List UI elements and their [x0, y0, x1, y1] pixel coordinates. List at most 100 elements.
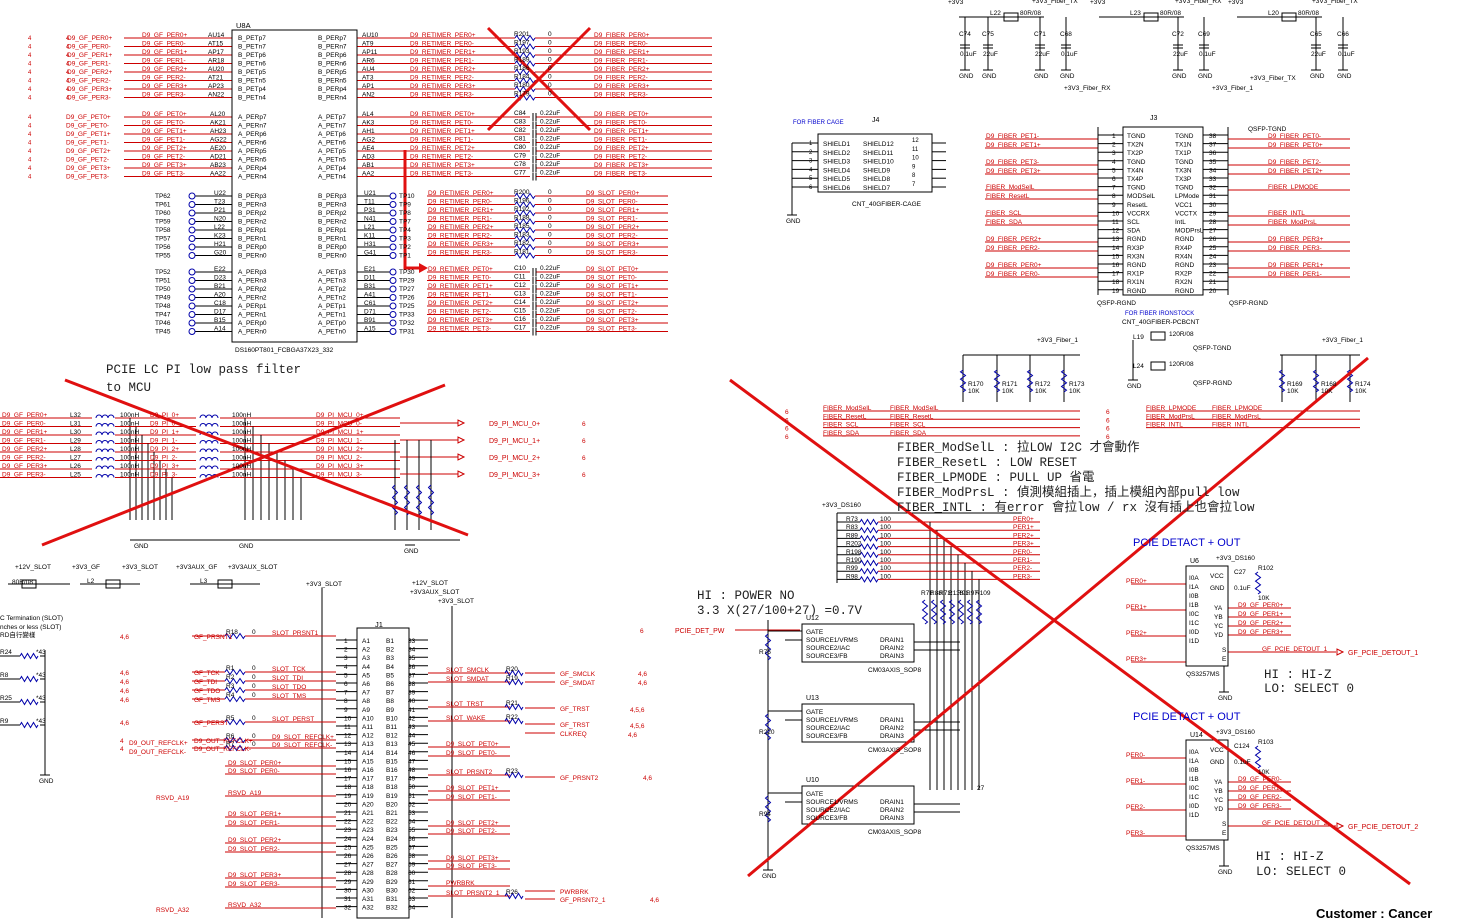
pin-label: I0A [1189, 575, 1199, 582]
ball-label: AT21 [208, 75, 223, 82]
net-label: D9_GF_PET1+ [142, 128, 187, 135]
net-fiber: FIBER_ResetL [823, 413, 867, 420]
page-ref: 6 [582, 472, 586, 479]
power-label: +3V3_GF [72, 564, 100, 571]
pin-number: 39 [408, 690, 416, 697]
value-label: 0 [548, 65, 552, 72]
net-gf: D9_OUT_REFCLK+ [194, 738, 253, 745]
ref-label: R196 [514, 198, 530, 205]
annotation-arrow [403, 150, 422, 270]
net-fiber: FIBER_SDA [890, 430, 927, 437]
net-retimer: D9_RETIMER_PER3- [410, 92, 474, 99]
net-gf: GF_TRST [560, 706, 590, 713]
note-text: C Termination (SLOT) [0, 615, 63, 622]
ball-label: AA2 [362, 171, 375, 178]
net-fiber: D9_FIBER_PET3+ [594, 162, 649, 169]
power-label: +3V3_Fiber_1 [1212, 85, 1253, 92]
pin-number: 4 [1112, 159, 1116, 166]
ferrite-bead [1281, 12, 1297, 22]
pin-label: RX4N [1175, 253, 1193, 260]
mosfet-ref: U10 [806, 777, 819, 784]
test-point [389, 226, 397, 234]
value-label: 0.22uF [540, 299, 560, 306]
value-label: 0 [252, 692, 256, 699]
pin-label: B13 [386, 741, 398, 748]
value-label: 0.22uF [540, 161, 560, 168]
ref-label: R6 [226, 733, 235, 740]
ref-label: R102 [1258, 565, 1274, 572]
U14-body [1185, 739, 1229, 841]
net-per: PER3- [1013, 573, 1032, 580]
pin-label: SHIELD11 [863, 150, 894, 157]
power-label: +3V3_DS160 [1216, 555, 1255, 562]
qsfp-label: QSFP-RGND [1193, 380, 1232, 387]
pin-label: RX3P [1127, 245, 1144, 252]
series-resistor [504, 892, 524, 900]
pin-label: YC [1214, 623, 1223, 630]
net-fiber: D9_FIBER_PET3- [986, 159, 1039, 166]
net-gf-per: D9_GF_PER3- [67, 95, 111, 102]
series-resistor [224, 632, 246, 640]
net-pi-mcu: D9_PI_MCU_0+ [316, 412, 364, 419]
net-label: D9_OUT_REFCLK- [129, 749, 186, 756]
series-resistor [224, 736, 246, 744]
test-point [389, 311, 397, 318]
divider-resistor [966, 599, 974, 625]
net-fiber: D9_FIBER_PET2- [1268, 159, 1321, 166]
net-fiber: D9_FIBER_PER0- [594, 41, 648, 48]
pin-number: 22 [344, 819, 352, 826]
gnd-label: GND [982, 73, 997, 80]
termination-resistor [19, 698, 39, 706]
pin-number: 31 [344, 896, 352, 903]
page-ref: 4 [28, 158, 32, 164]
net-gf: GF_PRSNT1 [194, 634, 233, 641]
pin-number: 30 [344, 887, 352, 894]
pin-number: 18 [344, 784, 352, 791]
ball-label: AU14 [208, 32, 225, 39]
pin-number: 21 [344, 810, 352, 817]
ball-label: P21 [214, 207, 226, 214]
gate-resistor [764, 713, 772, 741]
page-ref: 4 [28, 36, 32, 42]
series-resistor [224, 668, 246, 676]
value-label: 10K [1321, 388, 1333, 395]
net-slot: SLOT_PRSNT1 [272, 630, 319, 637]
power-label: +3V3_SLOT [122, 564, 158, 571]
net-slot: D9_SLOT_PER1+ [228, 811, 281, 818]
u8a-part: DS160PT801_FCBGA37X23_332 [235, 347, 334, 354]
value-label: 0.22uF [540, 265, 560, 272]
ball-label: C61 [364, 300, 376, 307]
ball-label: K23 [214, 233, 226, 240]
value-label: 120R/08 [1169, 361, 1194, 368]
net-fiber: D9_FIBER_PET0- [594, 120, 647, 127]
pin-number: 20 [344, 801, 352, 808]
net-gf-per: D9_GF_PER0+ [67, 35, 113, 42]
value-label: 100nH [232, 429, 251, 436]
ref-label: L30 [70, 429, 81, 436]
page-ref: 4 [28, 175, 32, 181]
net-slot: D9_SLOT_PET3- [446, 863, 497, 870]
ball-label: AT15 [208, 41, 223, 48]
page-ref: 4 [28, 62, 32, 68]
value-label: 100 [880, 549, 891, 556]
net-gf-per: D9_GF_PER0- [67, 44, 111, 51]
pin-label: B_PERp7 [318, 35, 347, 42]
detect-resistor [859, 559, 879, 567]
pin-label: A_PERp5 [238, 148, 267, 155]
resistor-r-mid [514, 252, 536, 259]
net-pi-mcu: D9_PI_MCU_0- [316, 421, 362, 428]
net-gf-per: D9_GF_PER1- [2, 438, 46, 445]
pin-label: TGND [1127, 185, 1146, 192]
value-label: 100nH [120, 446, 139, 453]
pin-label: A28 [362, 870, 374, 877]
detect-resistor [859, 543, 879, 551]
pin-number: 9 [1112, 202, 1116, 209]
pin-number: 11 [344, 724, 351, 731]
net-slot: D9_SLOT_PER2- [228, 846, 280, 853]
value-label: 0 [252, 683, 256, 690]
pin-label: VCC [1210, 573, 1224, 580]
ferrite-bead [105, 579, 121, 589]
pin-label: GATE [806, 791, 824, 798]
test-point [188, 302, 196, 310]
mosfet-part: CM03AXIS_SOP8 [868, 747, 921, 754]
